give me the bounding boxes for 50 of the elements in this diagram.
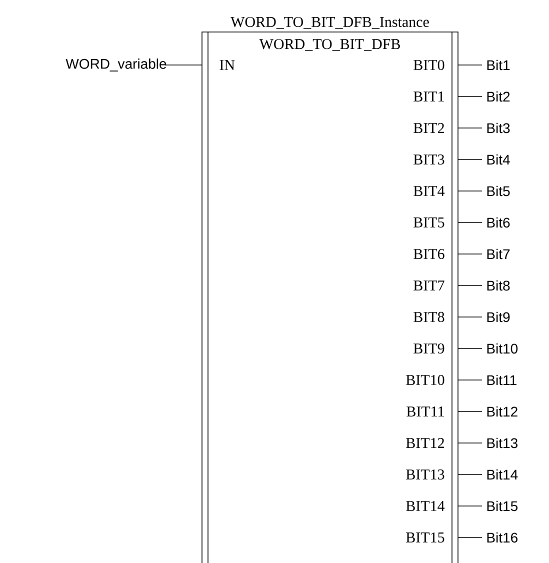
output-pin-label: BIT0 [414, 60, 444, 70]
variable-label: Bit12 [487, 406, 518, 417]
connection-line [458, 442, 482, 444]
connection-line [458, 474, 482, 475]
variable-label: Bit13 [487, 438, 518, 448]
connection-line [458, 96, 482, 97]
connection-line [458, 159, 482, 160]
variable-label: Bit6 [487, 217, 510, 228]
output-pin-label: BIT13 [406, 469, 444, 480]
output-pin-label: BIT11 [406, 406, 444, 416]
output-pin-label: BIT15 [406, 532, 444, 543]
variable-label: Bit3 [487, 122, 510, 134]
variable-label: Bit7 [487, 248, 510, 260]
variable-label: Bit4 [487, 154, 510, 165]
output-pin-label: BIT3 [414, 154, 444, 165]
instance-name: WORD_TO_BIT_DFB_Instance [230, 16, 429, 29]
connection-line [458, 411, 482, 412]
output-pin-label: BIT10 [406, 374, 444, 386]
variable-label: Bit15 [487, 500, 518, 512]
variable-label: Bit9 [487, 312, 510, 322]
connection-line [458, 348, 482, 349]
output-pin-label: BIT12 [406, 438, 444, 448]
output-pin-label: BIT6 [414, 248, 444, 260]
connection-line [458, 222, 482, 223]
variable-label: Bit10 [487, 343, 518, 354]
variable-label: Bit14 [487, 469, 518, 480]
block-type-name: WORD_TO_BIT_DFB [259, 39, 400, 51]
connection-line [458, 316, 482, 318]
output-pin-label: BIT5 [414, 218, 444, 228]
output-pin-label: BIT2 [414, 123, 444, 133]
variable-label: Bit8 [487, 280, 510, 291]
connection-line [458, 190, 482, 192]
connection-line [458, 64, 482, 66]
connection-line [458, 537, 482, 538]
variable-label: Bit2 [487, 91, 510, 102]
variable-label: Bit11 [487, 374, 516, 386]
output-pin-label: BIT4 [414, 186, 445, 196]
output-pin-label: BIT7 [414, 280, 444, 290]
variable-label: WORD_variable [66, 58, 166, 72]
connection-line [164, 64, 202, 66]
output-pin-label: BIT8 [414, 312, 444, 322]
connection-line [458, 285, 482, 286]
variable-label: Bit1 [487, 60, 510, 70]
output-pin-label: BIT1 [414, 92, 444, 102]
variable-label: Bit5 [487, 186, 510, 196]
output-pin-label: BIT14 [406, 501, 445, 511]
input-pin-label: IN [220, 60, 235, 70]
variable-label: Bit16 [487, 532, 518, 543]
function-block [202, 32, 458, 563]
output-pin-label: BIT9 [414, 343, 444, 354]
